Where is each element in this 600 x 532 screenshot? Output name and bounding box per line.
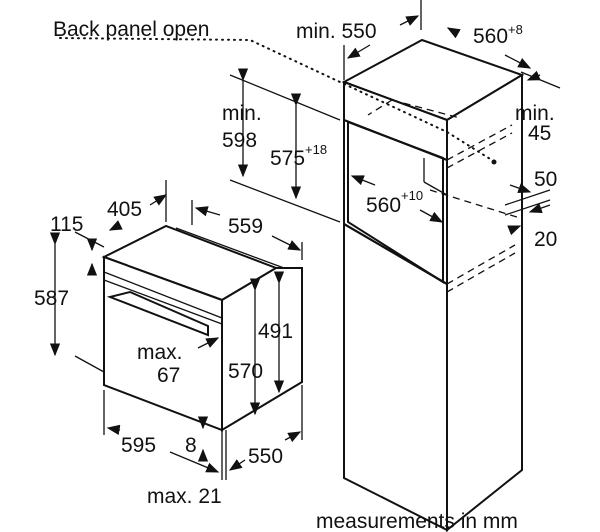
min45-label-b: 45 (528, 122, 551, 145)
d491-label: 491 (258, 320, 293, 343)
d8-label: 8 (185, 434, 197, 457)
d587-label: 587 (34, 287, 69, 310)
max21-label: max. 21 (147, 485, 222, 508)
d550-label: 550 (248, 445, 283, 468)
w560-label: 560+8 (473, 22, 523, 48)
d50-label: 50 (534, 168, 557, 191)
measurements-footer: measurements in mm (316, 510, 518, 532)
d405-label: 405 (107, 198, 142, 221)
min45-label-a: min. (515, 102, 555, 125)
min550-label: min. 550 (296, 20, 377, 43)
max67-label-a: max. (137, 341, 183, 364)
max67-label-b: 67 (157, 364, 180, 387)
d595-label: 595 (121, 434, 156, 457)
d570-label: 570 (228, 360, 263, 383)
oven-handle (106, 290, 209, 337)
min598-label-a: min. (222, 102, 262, 125)
d559-label: 559 (228, 215, 263, 238)
back-panel-dot (491, 159, 497, 165)
tall-cabinet (341, 38, 525, 532)
dimension-lines (49, 0, 561, 480)
n560-label: 560+10 (366, 188, 423, 217)
back-panel-leader (59, 37, 496, 163)
back-panel-label: Back panel open (53, 18, 209, 41)
min598-label-b: 598 (222, 129, 257, 152)
h575-label: 575+18 (270, 142, 327, 170)
d115-label: 115 (50, 213, 83, 236)
d20-label: 20 (534, 228, 557, 251)
